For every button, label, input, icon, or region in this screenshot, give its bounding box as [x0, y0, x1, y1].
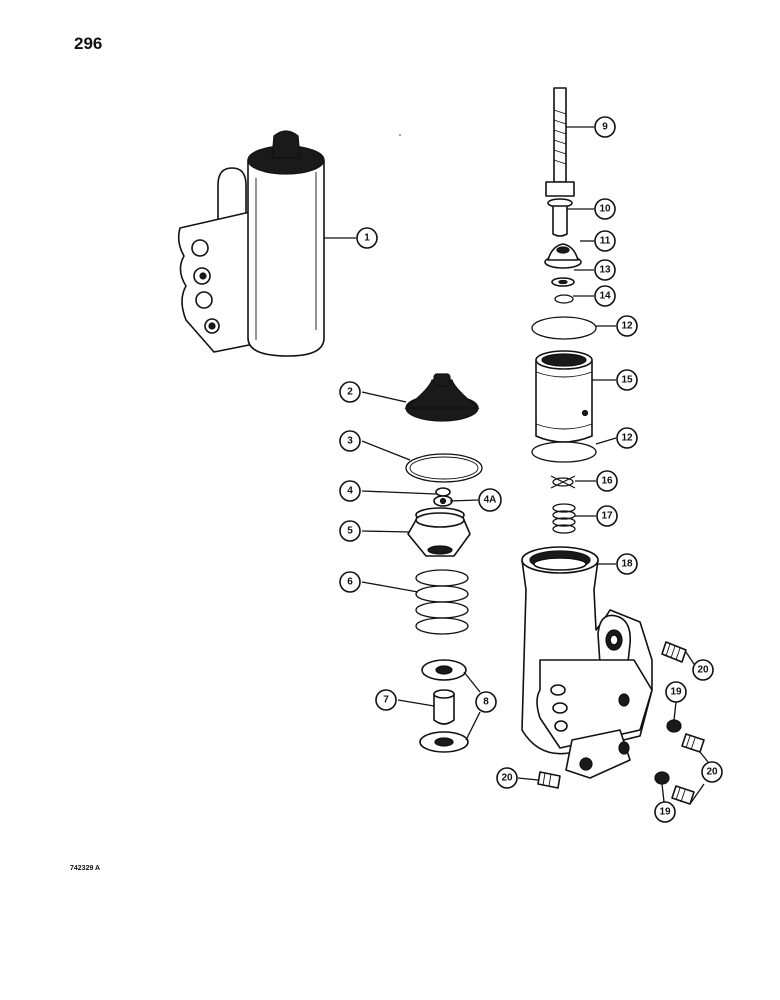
- part-13-washer: [551, 277, 575, 287]
- part-7-bushing: [433, 689, 455, 725]
- callout-label: 9: [602, 122, 608, 133]
- part-19-plug-upper: [666, 719, 682, 733]
- callout-6: 6: [339, 571, 361, 593]
- callout-label: 10: [599, 204, 611, 215]
- callout-label: 20: [697, 665, 709, 676]
- callout-label: 14: [599, 291, 611, 302]
- callout-label: 20: [501, 773, 513, 784]
- part-14-o-ring: [554, 294, 574, 304]
- part-15-piston-sleeve: [535, 350, 593, 443]
- part-6-coil-spring: [415, 569, 469, 635]
- callout-17: 17: [596, 505, 618, 527]
- callout-14: 14: [594, 285, 616, 307]
- callout-label: 20: [706, 767, 718, 778]
- part-12-o-ring-upper: [531, 316, 597, 340]
- part-9-push-rod: [545, 87, 575, 197]
- callout-9: 9: [594, 116, 616, 138]
- callout-11: 11: [594, 230, 616, 252]
- part-16-retainer-clip: [550, 475, 576, 489]
- callout-20-left: 20: [496, 767, 518, 789]
- callout-19-upper: 19: [665, 681, 687, 703]
- callout-19-lower: 19: [654, 801, 676, 823]
- part-20-plug-left: [537, 771, 561, 789]
- part-5-diaphragm-plate: [407, 507, 471, 557]
- callout-label: 13: [599, 265, 611, 276]
- part-8-spring-seat-lower: [419, 731, 469, 753]
- callout-label: 16: [601, 476, 613, 487]
- callout-label: 12: [621, 321, 633, 332]
- callout-20-upper: 20: [692, 659, 714, 681]
- callout-label: 7: [383, 695, 389, 706]
- part-8-spring-seat-upper: [421, 659, 467, 681]
- leader-lines: [324, 126, 709, 805]
- callout-13: 13: [594, 259, 616, 281]
- part-18-valve-body: [521, 546, 653, 779]
- callout-7: 7: [375, 689, 397, 711]
- callout-10: 10: [594, 198, 616, 220]
- callout-12-lower: 12: [616, 427, 638, 449]
- part-10-valve-stem: [547, 198, 573, 237]
- callout-label: 18: [621, 559, 633, 570]
- callout-label: 19: [659, 807, 671, 818]
- callout-label: 11: [600, 236, 611, 247]
- callout-1: 1: [356, 227, 378, 249]
- figure-code: 742329 A: [70, 865, 101, 872]
- part-12-o-ring-lower: [531, 441, 597, 463]
- callout-label: 1: [364, 233, 370, 244]
- callout-4a: 4A: [478, 488, 502, 512]
- callout-label: 17: [601, 511, 613, 522]
- callout-5: 5: [339, 520, 361, 542]
- callout-label: 4A: [484, 495, 497, 506]
- callout-12-upper: 12: [616, 315, 638, 337]
- callout-label: 15: [621, 375, 633, 386]
- callout-label: 19: [670, 687, 682, 698]
- part-20-plug-upper: [661, 641, 687, 663]
- callout-20-right: 20: [701, 761, 723, 783]
- callout-3: 3: [339, 430, 361, 452]
- callout-16: 16: [596, 470, 618, 492]
- part-3-snap-ring: [405, 453, 483, 483]
- part-20-plug-lower-right: [671, 785, 695, 805]
- part-4-retainer: [433, 487, 453, 507]
- callout-label: 3: [347, 436, 353, 447]
- page-number: 296: [74, 34, 103, 53]
- callout-label: 5: [347, 526, 353, 537]
- part-11-valve: [544, 243, 582, 269]
- callout-15: 15: [616, 369, 638, 391]
- callout-18: 18: [616, 553, 638, 575]
- callout-label: 2: [347, 387, 353, 398]
- callout-2: 2: [339, 381, 361, 403]
- part-17-small-spring: [552, 503, 576, 534]
- speck: [399, 134, 401, 136]
- callout-8: 8: [475, 691, 497, 713]
- part-2-diaphragm: [404, 373, 480, 422]
- part-20-plug-right: [681, 733, 705, 753]
- callout-4: 4: [339, 480, 361, 502]
- part-19-plug-lower: [654, 771, 670, 785]
- callout-label: 6: [347, 577, 353, 588]
- part-1-cylinder-housing: [177, 130, 325, 357]
- callout-label: 12: [621, 433, 633, 444]
- callout-label: 8: [483, 697, 489, 708]
- callout-label: 4: [347, 486, 353, 497]
